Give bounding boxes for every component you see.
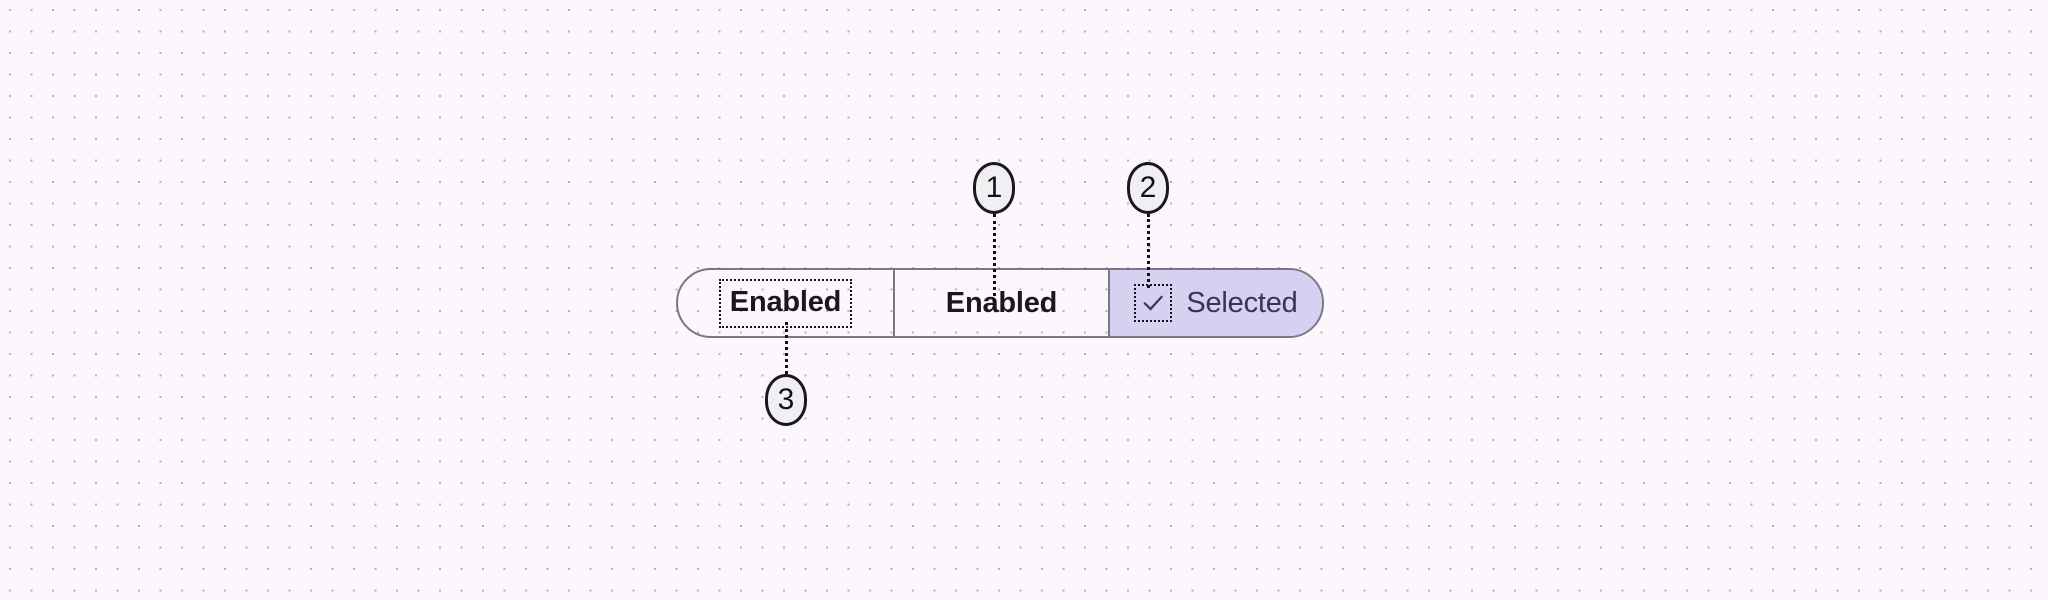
checkmark-icon[interactable] <box>1134 284 1173 322</box>
toggle-segment-2-label: Enabled <box>945 286 1058 319</box>
annotation-badge-3-number: 3 <box>777 383 795 416</box>
annotation-badge-3: 3 <box>765 374 807 426</box>
segmented-toggle-button-group: Enabled Enabled Selected <box>676 268 1324 338</box>
annotation-badge-2: 2 <box>1127 162 1169 214</box>
annotation-badge-2-number: 2 <box>1139 171 1157 204</box>
toggle-segment-3-label: Selected <box>1186 286 1298 319</box>
toggle-segment-enabled[interactable]: Enabled <box>893 270 1108 336</box>
connector-line-1 <box>993 214 996 302</box>
connector-line-2 <box>1147 214 1150 288</box>
toggle-segment-1-label: Enabled <box>718 278 853 328</box>
connector-line-3 <box>785 322 788 374</box>
annotation-badge-1-number: 1 <box>985 171 1003 204</box>
annotation-badge-1: 1 <box>973 162 1015 214</box>
toggle-segment-selected[interactable]: Selected <box>1108 270 1322 336</box>
